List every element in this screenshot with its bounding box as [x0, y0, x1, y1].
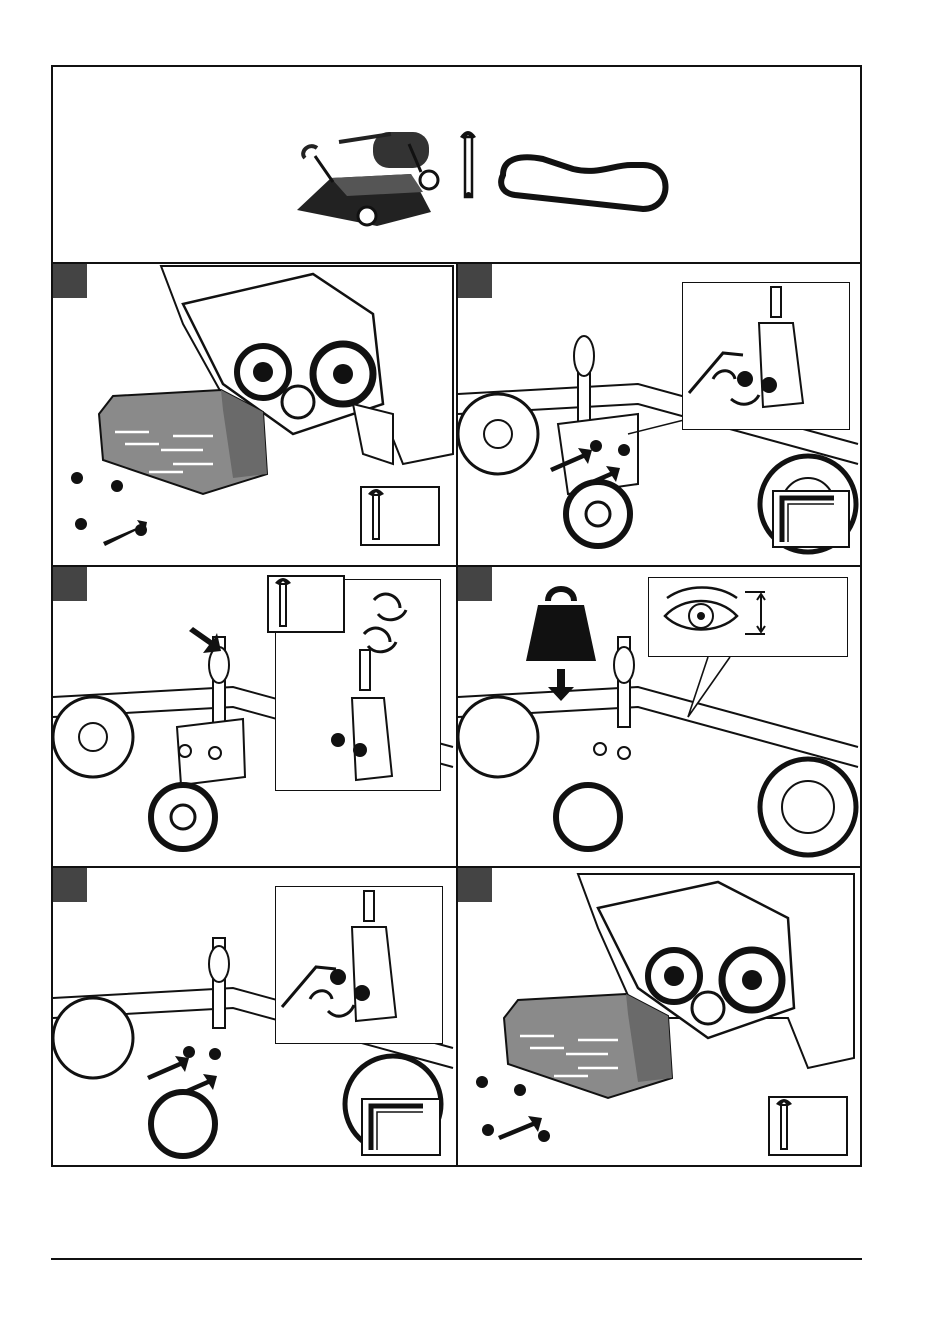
eye-icon	[665, 588, 737, 630]
step-6-panel	[458, 868, 860, 1167]
step-1-badge	[53, 264, 87, 298]
step-3-panel	[53, 567, 458, 868]
wrench-icon	[770, 1098, 846, 1154]
step-2-detail-box	[682, 282, 850, 430]
required-items-panel	[53, 67, 860, 264]
step-5-detail-box	[275, 886, 443, 1044]
step-4-detail-box	[648, 577, 848, 657]
step-6-tool-box	[768, 1096, 848, 1156]
wrench-icon	[460, 131, 476, 198]
step-4-panel	[458, 567, 860, 868]
hex-key-icon	[363, 1100, 439, 1154]
step-1-panel	[53, 264, 458, 567]
required-items-illustration	[53, 67, 860, 262]
instruction-frame	[51, 65, 862, 1167]
footer-rule	[51, 1258, 862, 1260]
hex-key-icon	[774, 492, 848, 546]
step-1-tool-box	[360, 486, 440, 546]
drive-cover	[504, 994, 672, 1098]
weight-icon	[526, 589, 596, 701]
step-5-panel	[53, 868, 458, 1167]
step-3-tool-box	[267, 575, 345, 633]
tensioner-detail	[683, 283, 849, 429]
cassette-icon	[297, 132, 438, 226]
step-3-badge	[53, 567, 87, 601]
step-2-tool-box	[772, 490, 850, 548]
eye-check-detail	[649, 578, 847, 656]
step-5-badge	[53, 868, 87, 902]
step-2-badge	[458, 264, 492, 298]
drive-belt-icon	[501, 157, 665, 209]
wrench-icon	[269, 577, 343, 631]
step-6-badge	[458, 868, 492, 902]
step-4-badge	[458, 567, 492, 601]
step-2-panel	[458, 264, 860, 567]
drive-cover	[99, 390, 267, 494]
step-5-tool-box	[361, 1098, 441, 1156]
wrench-icon	[362, 488, 438, 544]
tensioner-detail	[276, 887, 442, 1043]
